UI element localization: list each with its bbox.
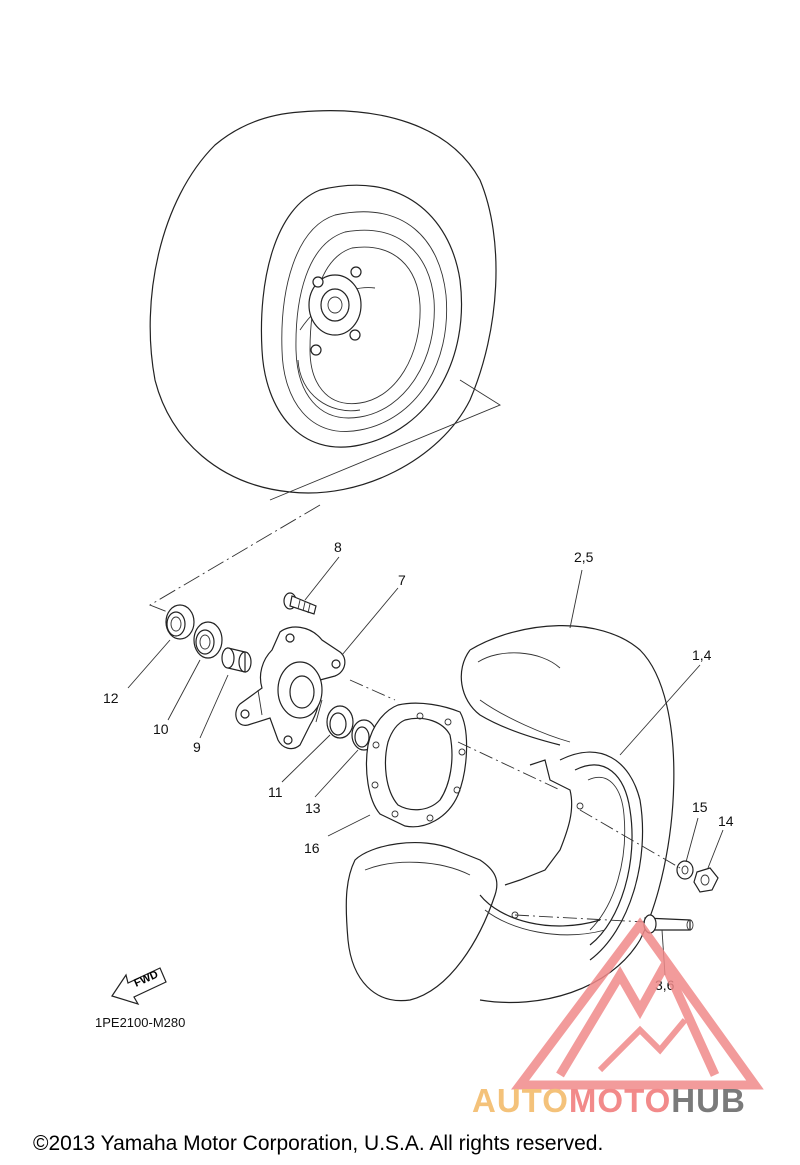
brand-moto: MOTO [569, 1082, 671, 1119]
bearing-10 [193, 621, 223, 659]
callout-11: 11 [268, 784, 283, 800]
washer-15 [676, 860, 694, 880]
assembled-wheel-illustration [149, 110, 501, 501]
plate-16 [365, 702, 468, 828]
callout-7: 7 [398, 572, 406, 588]
callout-10: 10 [153, 721, 169, 737]
copyright-notice: ©2013 Yamaha Motor Corporation, U.S.A. A… [33, 1132, 603, 1155]
brand-hub: HUB [671, 1082, 746, 1119]
callout-2-5: 2,5 [574, 549, 594, 565]
callout-13: 13 [305, 800, 321, 816]
watermark-brand: AUTOMOTOHUB [472, 1082, 746, 1119]
tire-2-5 [460, 625, 675, 1004]
callout-9: 9 [193, 739, 201, 755]
callout-14: 14 [718, 813, 734, 829]
bolt-8 [283, 592, 317, 615]
spacer-9 [221, 647, 252, 673]
valve-stem-3-6 [643, 914, 694, 934]
leader-lines [127, 556, 724, 976]
assembly-lines [349, 679, 681, 923]
callout-8: 8 [334, 539, 342, 555]
automotohub-logo [511, 917, 764, 1090]
rim-1-4 [345, 751, 644, 1002]
bearing-12 [165, 604, 195, 640]
nut-14 [693, 867, 719, 893]
hub-7 [235, 626, 346, 750]
fwd-arrow-icon: FWD [111, 967, 167, 1006]
callout-16: 16 [304, 840, 320, 856]
callout-12: 12 [103, 690, 119, 706]
diagram-code: 1PE2100-M280 [95, 1015, 185, 1030]
callout-15: 15 [692, 799, 708, 815]
reference-line [148, 504, 321, 616]
callout-1-4: 1,4 [692, 647, 712, 663]
brand-auto: AUTO [472, 1082, 569, 1119]
bearing-11 [326, 705, 354, 739]
